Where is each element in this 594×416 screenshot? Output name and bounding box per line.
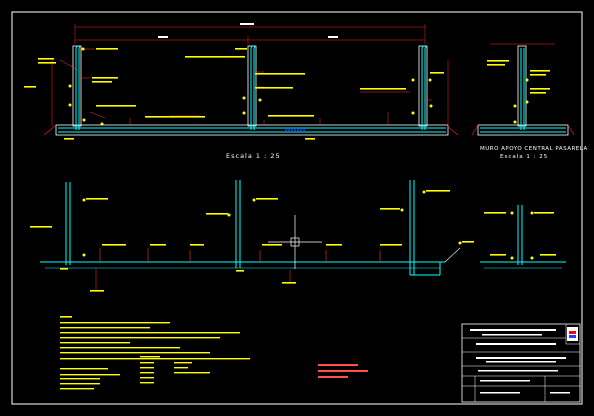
middle-rebar-detail-drawing <box>30 180 474 292</box>
title-block <box>461 323 581 403</box>
crosshair-cursor-icon <box>268 215 322 269</box>
central-support-section-title: MURO APOYO CENTRAL PASARELA <box>480 146 588 152</box>
upper-section-drawing <box>24 23 459 140</box>
legend-highlight-block <box>318 364 368 378</box>
titleblock-logo-icon <box>567 327 578 341</box>
central-support-section-scale-label: Escala 1 : 25 <box>500 154 549 160</box>
sheet-border <box>11 11 583 405</box>
central-support-section-drawing <box>471 43 575 136</box>
middle-right-rebar-detail-drawing <box>480 205 566 269</box>
upper-section-scale-label: Escala 1 : 25 <box>226 152 281 160</box>
general-notes-block <box>60 316 250 390</box>
